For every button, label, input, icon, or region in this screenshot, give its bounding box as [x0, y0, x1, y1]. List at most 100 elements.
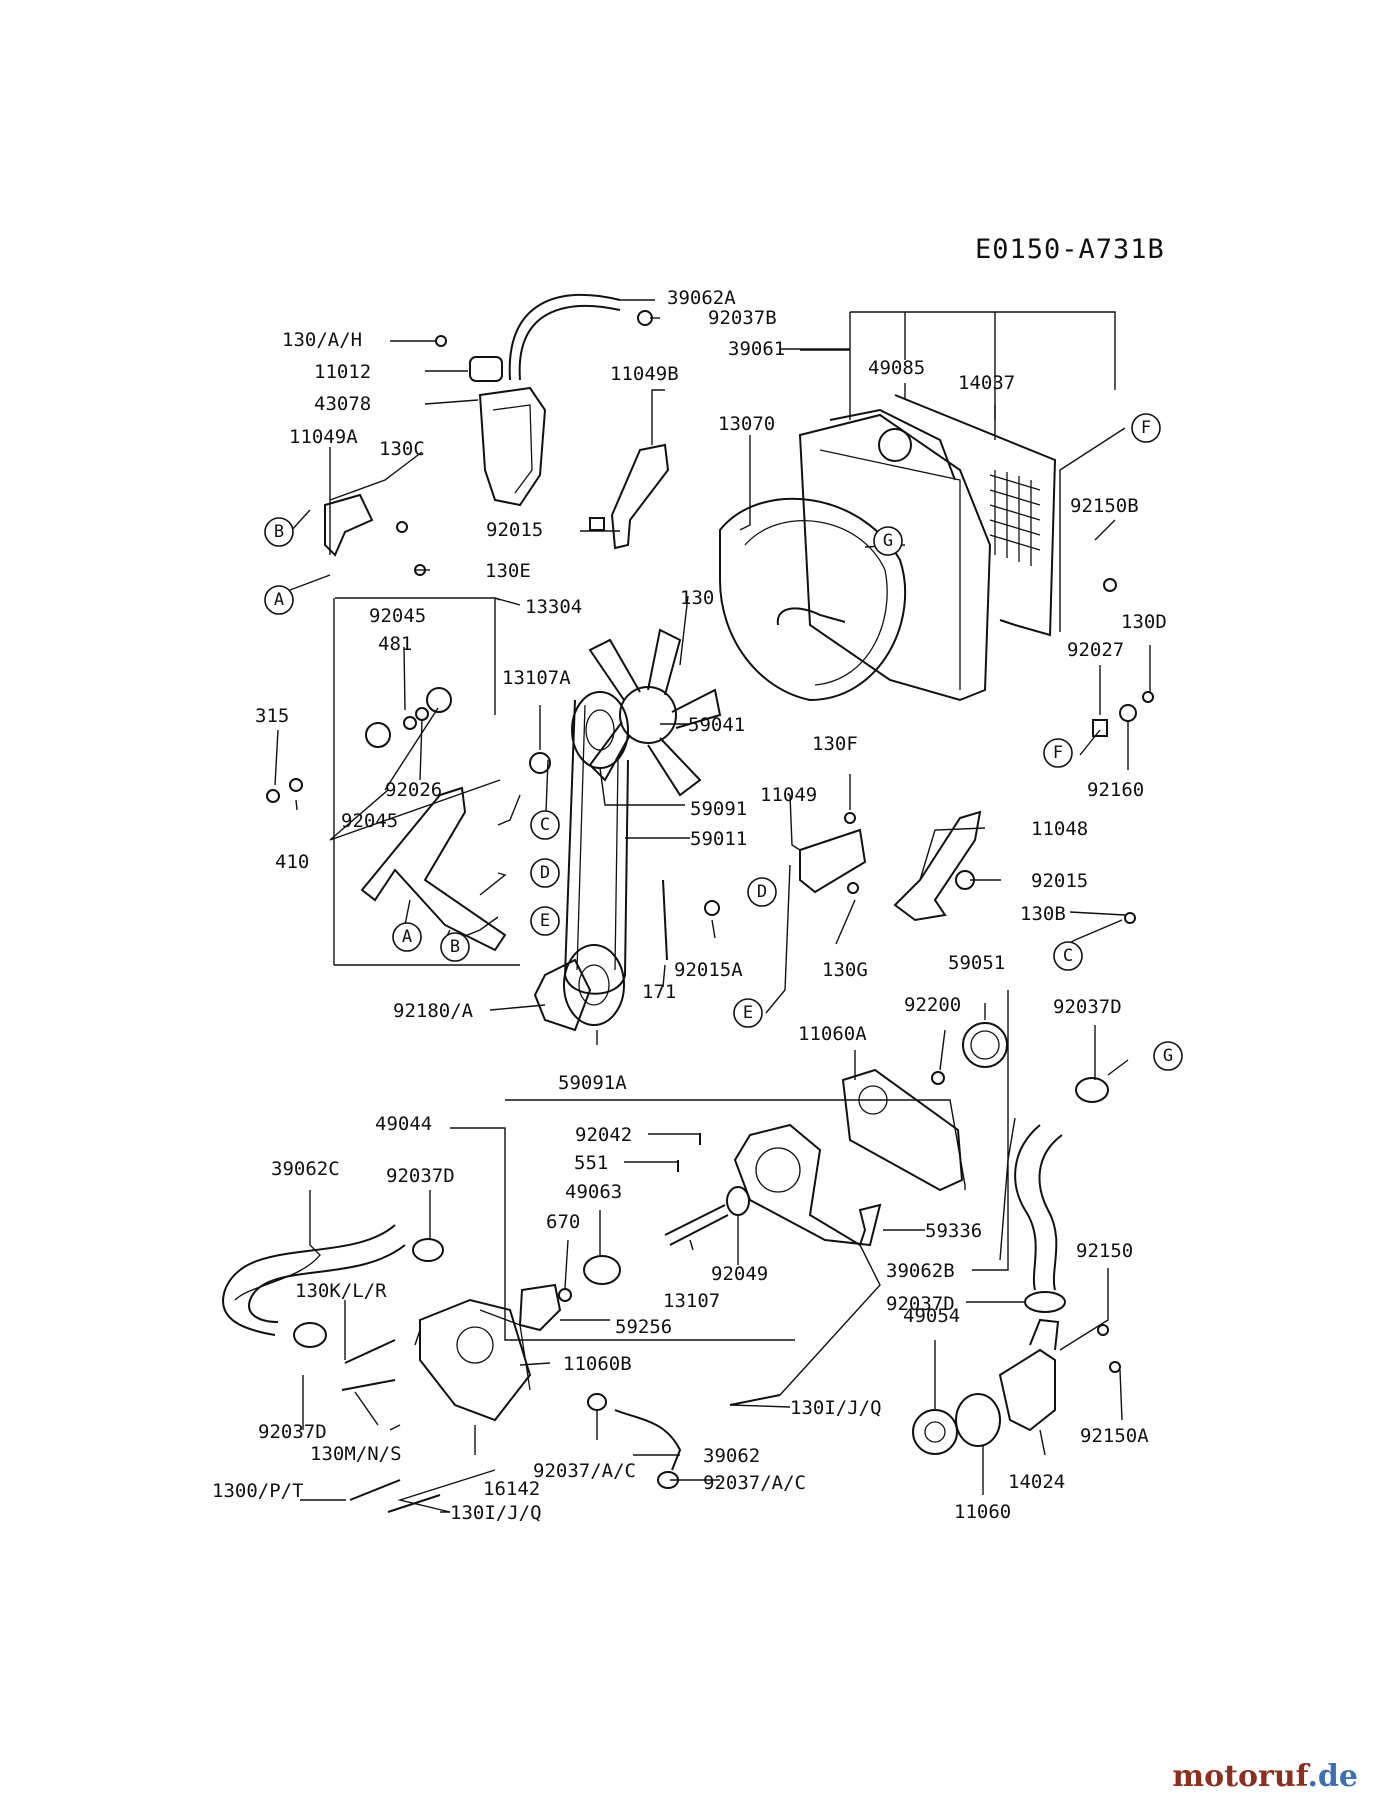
part-number-label: 49044 [375, 1113, 432, 1135]
part-number-label: 92037/A/C [533, 1460, 636, 1482]
part-number-label: 11049A [289, 426, 358, 448]
radiator-face [819, 449, 961, 690]
part-number-label: 13070 [718, 413, 775, 435]
pump-cover-port [456, 1326, 494, 1364]
part-number-label: 39061 [728, 338, 785, 360]
spacer-92180a [533, 958, 592, 1032]
ref-circle-d-mid [747, 877, 777, 907]
ref-letter-label: F [1141, 418, 1151, 438]
ring-670 [558, 1288, 572, 1302]
ref-letter-label: A [274, 590, 284, 610]
part-number-label: 59051 [948, 952, 1005, 974]
bolt-130g [847, 882, 859, 894]
pump-cover-16142 [419, 1298, 532, 1422]
part-number-label: 130K/L/R [295, 1280, 387, 1302]
bolt-92150 [1097, 1324, 1109, 1336]
part-number-label: 315 [255, 705, 289, 727]
gasket-11060 [955, 1393, 1001, 1447]
reservoir-tank [478, 386, 547, 507]
clamp-92037b [637, 310, 653, 326]
part-number-label: 39062 [703, 1445, 760, 1467]
bracket-11049b [610, 443, 670, 550]
ref-letter-label: E [540, 911, 550, 931]
part-number-label: 59336 [925, 1220, 982, 1242]
ref-circle-e-left [530, 906, 560, 936]
part-number-label: 130B [1020, 903, 1066, 925]
fan-pulley-hub [585, 709, 615, 751]
part-number-label: 410 [275, 851, 309, 873]
part-number-label: 130F [812, 733, 858, 755]
ref-circle-g-right [1153, 1041, 1183, 1071]
bearing-92045-lower [365, 722, 391, 748]
overflow-hose [508, 293, 621, 381]
part-number-label: 11012 [314, 361, 371, 383]
leader-lines [234, 299, 1151, 1513]
clamp-92037d-upper [1075, 1077, 1109, 1103]
bolt-130f [844, 812, 856, 824]
part-number-label: 92180/A [393, 1000, 474, 1022]
bolt-92150a [1109, 1361, 1121, 1373]
overflow-hose-outline [518, 304, 621, 381]
ref-letter-label: B [274, 522, 284, 542]
part-number-label: 92037D [1053, 996, 1122, 1018]
gear-59051-hub [970, 1030, 1000, 1060]
part-number-label: 59011 [690, 828, 747, 850]
clamp-92037d-left-upper [412, 1238, 444, 1262]
part-number-label: 92049 [711, 1263, 768, 1285]
radiator-cap [878, 428, 912, 462]
reservoir-tank-detail [492, 404, 533, 494]
clamp-92037ac-upper [587, 1393, 607, 1411]
ref-letter-label: A [402, 927, 412, 947]
part-number-label: 39062C [271, 1158, 340, 1180]
washer-410 [289, 778, 303, 792]
part-number-label: 92015 [486, 519, 543, 541]
part-number-label: 92150B [1070, 495, 1139, 517]
crank-pulley [563, 944, 625, 1026]
part-number-label: 92027 [1067, 639, 1124, 661]
part-number-label: 92150 [1076, 1240, 1133, 1262]
part-number-label: 130M/N/S [310, 1443, 402, 1465]
seal-49063 [583, 1255, 621, 1285]
watermark-brand: motoruf [1172, 1759, 1308, 1794]
ref-letter-label: C [540, 815, 550, 835]
ref-circle-b-mid [440, 932, 470, 962]
radiator-top-tank [829, 408, 956, 481]
bolt-130c [396, 521, 408, 533]
part-number-label: 1300/P/T [212, 1480, 304, 1502]
part-number-label: 92200 [904, 994, 961, 1016]
clamp-92037d-left-lower [293, 1322, 327, 1348]
part-number-label: 92026 [385, 779, 442, 801]
cooling-fan [588, 628, 722, 797]
bolt-130d [1142, 691, 1154, 703]
shaft-13107a [529, 752, 551, 774]
part-number-label: 49063 [565, 1181, 622, 1203]
part-number-label: 49054 [903, 1305, 960, 1327]
part-number-label: 92015A [674, 959, 743, 981]
fan-pulley [571, 691, 629, 769]
fan-shroud [719, 497, 907, 702]
part-number-label: 59091A [558, 1072, 627, 1094]
part-number-label: 92037D [886, 1293, 955, 1315]
bolt-130mns [341, 1379, 396, 1391]
hose-39062b [1014, 1124, 1041, 1291]
ref-circle-a-mid [392, 922, 422, 952]
bolt-130ijq-right [729, 1394, 781, 1406]
ref-letter-label: C [1063, 946, 1073, 966]
part-number-label: 14024 [1008, 1471, 1065, 1493]
gasket-11060a [841, 1068, 964, 1192]
part-number-label: 551 [574, 1152, 608, 1174]
bushing-92027 [1092, 719, 1108, 737]
part-number-label: 14037 [958, 372, 1015, 394]
part-number-label: 39062B [886, 1260, 955, 1282]
part-number-label: 49085 [868, 357, 925, 379]
pin-92200 [931, 1071, 945, 1085]
part-number-label: 92042 [575, 1124, 632, 1146]
part-number-label: 92037D [258, 1421, 327, 1443]
part-number-label: 11049B [610, 363, 679, 385]
part-number-label: 43078 [314, 393, 371, 415]
bolt-130klr [344, 1339, 396, 1364]
impeller-59256 [518, 1283, 562, 1332]
clamp-92037d-right [1024, 1291, 1066, 1313]
